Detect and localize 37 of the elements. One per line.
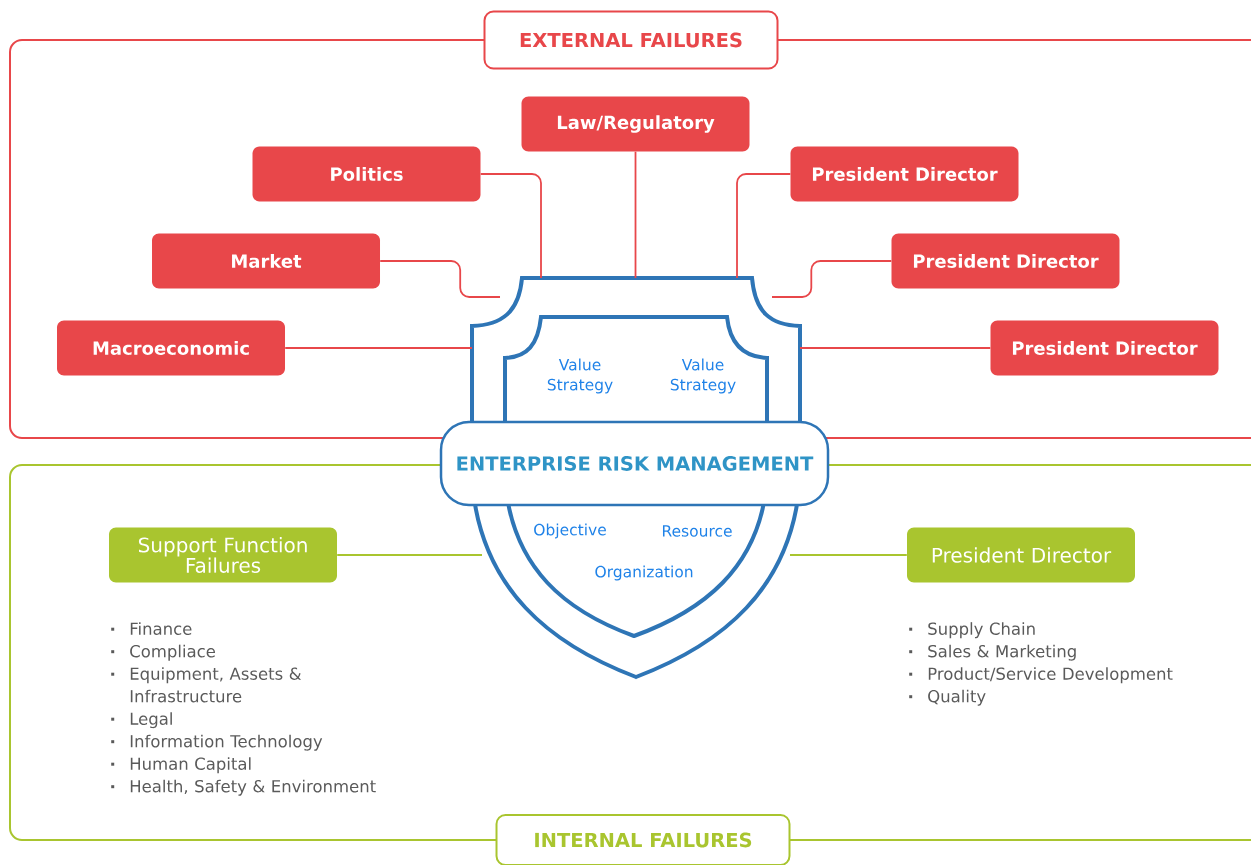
shield-label: Resource [663,525,732,537]
list-item: Supply Chain [909,622,1035,639]
category-box: President Director [790,146,1019,202]
heading-box: INTERNAL FAILURES [495,814,791,865]
connector-line [771,260,893,298]
category-box: Support Function Failures [109,527,337,583]
list-item: Sales & Marketing [909,644,1076,661]
list-item: Equipment, Assets & Infrastructure [111,667,302,703]
list-item: Quality [909,689,986,706]
list-item: Human Capital [111,757,251,774]
connector-line [479,173,542,279]
connector-line [736,173,792,279]
list-item: Health, Safety & Environment [111,779,376,796]
shield-label: Organization [595,565,693,581]
connector-line [336,554,483,556]
list-item: Compliace [111,644,215,661]
list-item: Legal [111,712,172,729]
connector-line [379,260,501,298]
list-item: Information Technology [111,734,323,751]
shield-label: Objective [534,523,606,539]
connector-line [634,150,637,279]
category-box: President Director [990,320,1219,376]
title-banner: ENTERPRISE RISK MANAGEMENT [439,420,830,507]
category-box: President Director [907,527,1135,583]
list-item: Finance [111,622,192,635]
shield-label: Value Strategy [670,358,736,394]
category-box: President Director [891,233,1120,289]
connector-line [789,554,908,556]
connector-line [799,347,992,349]
category-box: Market [152,233,380,289]
category-box: Macroeconomic [57,320,285,376]
connector-line [284,347,473,349]
heading-box: EXTERNAL FAILURES [483,10,779,70]
shield-label: Value Strategy [547,358,613,394]
list-item: Product/Service Development [909,667,1173,684]
category-box: Politics [252,146,481,202]
category-box: Law/Regulatory [521,96,750,152]
